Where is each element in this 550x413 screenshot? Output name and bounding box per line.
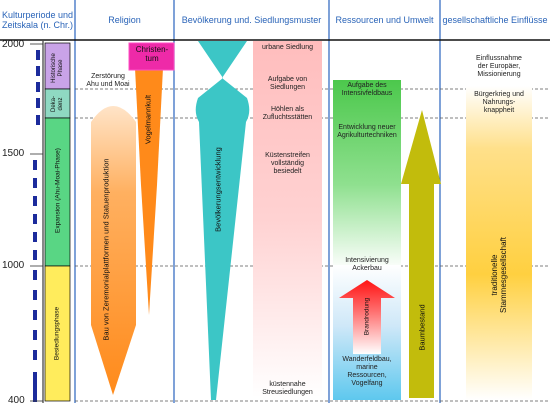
entwicklung-label: Entwicklung neuer Agrikulturtechniken <box>337 124 397 139</box>
bevoelkerung-label: Bevölkerungsentwicklung <box>213 147 223 232</box>
bevoelkerung-shape <box>195 41 250 400</box>
baumbestand-label: Baumbestand <box>417 304 427 351</box>
header-religion: Religion <box>108 15 141 25</box>
header-resources: Ressourcen und Umwelt <box>335 15 434 25</box>
wanderfeldbau-label: Wanderfeldbau, marine Ressourcen, Vogelf… <box>342 356 392 387</box>
stammes-bar <box>466 86 532 400</box>
christentum-box <box>128 42 175 71</box>
bau-label: Bau von Zeremonialplattformen und Statue… <box>101 158 111 341</box>
einfluss-label: Einflussnahme der Europäer, Missionierun… <box>476 55 522 78</box>
header-population: Bevölkerung und. Siedlungsmuster <box>181 15 322 25</box>
feldbau-bar <box>333 80 401 270</box>
period-historische <box>44 42 71 90</box>
year-2000: 2000 <box>2 39 25 50</box>
period-expansion <box>44 117 71 267</box>
period-label-historische: Historische Phase <box>51 53 64 83</box>
siedlung-item-2: Höhlen als Zufluchtsstätten <box>262 106 313 121</box>
vogelmannkult-spike <box>135 68 163 315</box>
header-period: Kulturperiode und Zeitskala (n. Chr.) <box>1 10 74 30</box>
aufgabe-label: Aufgabe des Intensivfeldbaus <box>341 82 393 97</box>
siedlung-item-4: küstennahe Streusiedlungen <box>262 381 313 396</box>
intensivierung-label: Intensivierung Ackerbau <box>345 257 389 272</box>
baumbestand-arrow <box>401 110 441 398</box>
siedlung-item-1: Aufgabe von Siedlungen <box>267 76 308 91</box>
axis-ticks <box>30 43 43 402</box>
buergerkrieg-label: Bürgerkrieg und Nahrungs- knappheit <box>474 91 524 114</box>
brandrodung-label: Brandrodung <box>363 297 371 336</box>
axis-markers <box>33 50 40 402</box>
period-label-expansion: Expansion (Ahu-Moai-Phase) <box>54 148 62 233</box>
header-society: gesellschaftliche Einflüsse <box>442 15 548 25</box>
year-1500: 1500 <box>2 148 25 159</box>
siedlung-item-0: urbane Siedlung <box>262 44 313 51</box>
bau-spike <box>91 106 136 395</box>
christentum-label: Christen- tum <box>135 45 169 63</box>
siedlung-bar <box>253 41 322 398</box>
year-1000: 1000 <box>2 260 25 271</box>
year-400: 400 <box>8 395 25 406</box>
stammes-label: traditionelle Stammesgesellschaft <box>490 236 508 314</box>
vogelmannkult-label: Vogelmannkult <box>143 94 153 145</box>
zerstoerung-label: Zerstörung Ahu und Moai <box>86 73 130 88</box>
header-band <box>0 0 550 40</box>
period-label-dekadenz: Deka- denz <box>51 96 64 113</box>
period-label-besiedlung: Besiedlungsphase <box>53 306 61 361</box>
period-besiedlung <box>44 265 71 402</box>
brandrodung-arrow <box>339 280 395 354</box>
period-dekadenz <box>44 88 71 119</box>
siedlung-item-3: Küstenstreifen vollständig besiedelt <box>265 152 310 175</box>
